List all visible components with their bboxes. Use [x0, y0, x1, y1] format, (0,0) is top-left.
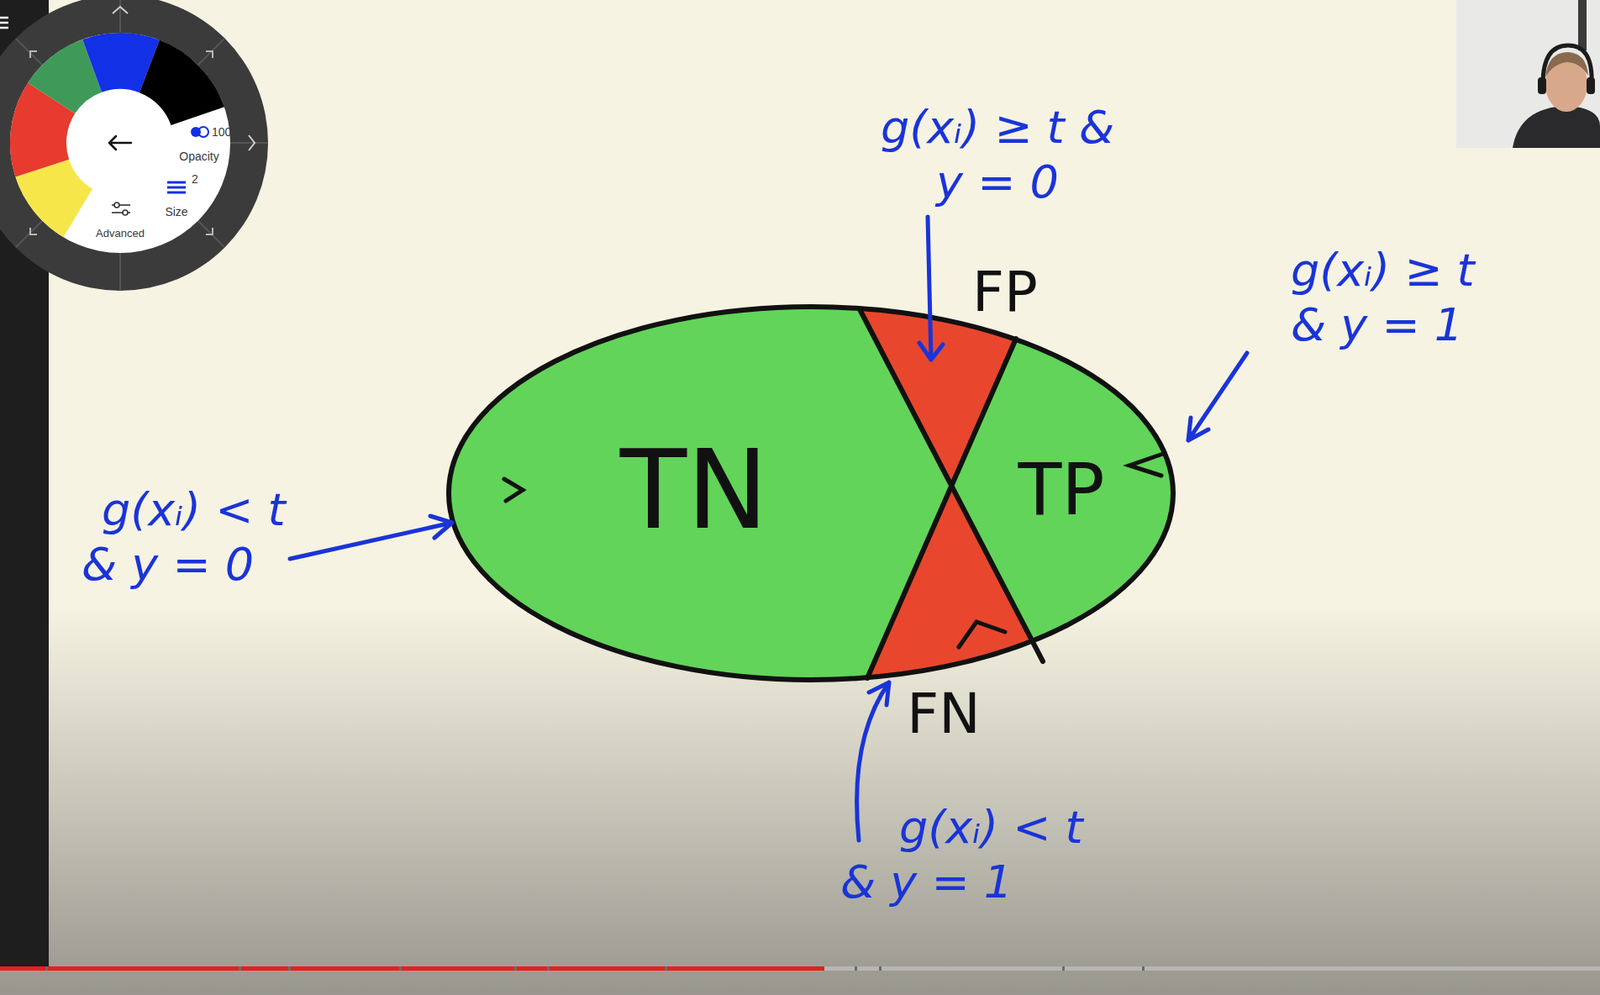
leader-arrow — [1188, 352, 1248, 441]
back-arrow-icon — [109, 136, 132, 150]
headphones — [1537, 77, 1547, 95]
drawing-part — [399, 966, 402, 971]
drawing-part — [205, 227, 213, 235]
threshold-line — [867, 338, 1016, 679]
drawing-part — [0, 26, 9, 30]
leader-arrow — [857, 682, 890, 841]
drawing-part — [205, 51, 213, 58]
progress-bar — [0, 966, 1600, 971]
region-node: TP — [1014, 447, 1108, 533]
opacity-value: 100 — [211, 125, 232, 140]
webcam-inset — [1456, 0, 1600, 148]
drawing-part — [167, 181, 186, 185]
drawing-part — [230, 142, 269, 144]
region-name: TP — [1017, 450, 1105, 530]
person-hair — [1545, 52, 1589, 78]
leader-arrow — [919, 216, 943, 360]
drawing-part — [114, 202, 120, 208]
drawing-part — [119, 252, 122, 291]
headphones — [1586, 77, 1595, 95]
toolbar-caption: Advanced — [95, 226, 145, 241]
drawing-part — [0, 16, 9, 20]
population-ellipse — [448, 306, 1174, 680]
size-value: 2 — [191, 172, 199, 187]
condition-note: g(xᵢ) < t & y = 0 — [81, 483, 317, 593]
drawing-part — [514, 966, 517, 971]
progress-played — [0, 966, 825, 971]
drawing-part — [854, 966, 858, 971]
drawing-part — [198, 38, 225, 65]
person-body — [1512, 105, 1600, 148]
chapter-gaps — [45, 966, 1145, 971]
ellipse-outline — [448, 306, 1174, 680]
webcam-object — [1578, 0, 1587, 51]
drawing-part — [122, 210, 128, 216]
menu-icon — [0, 17, 9, 28]
progress-track — [0, 966, 1600, 971]
scribble — [504, 478, 523, 501]
leader-arrows — [289, 216, 1248, 841]
wheel-chevron — [112, 6, 128, 14]
toolbar-caption: Size — [164, 205, 188, 220]
condition-note: g(xᵢ) ≥ t & y = 1 — [1290, 243, 1510, 353]
leader-arrow — [289, 515, 453, 559]
wheel-face — [10, 32, 231, 253]
drawing-part — [878, 966, 882, 971]
drawing-part — [0, 21, 9, 25]
corner-marks — [30, 51, 213, 235]
region-name: FN — [906, 684, 980, 746]
drawing-part — [45, 966, 48, 971]
region-name: FP — [972, 262, 1038, 324]
color-wheel — [0, 0, 269, 291]
region-name: TN — [620, 430, 769, 551]
wheel-ring — [0, 0, 269, 291]
drawing-part — [15, 38, 43, 65]
drawing-part — [238, 966, 242, 971]
drawing-part — [198, 221, 225, 248]
headphones — [1542, 45, 1592, 85]
region-node: TN — [616, 426, 773, 554]
drawing-part — [1062, 966, 1065, 971]
drawing-part — [198, 126, 209, 137]
drawing-part — [167, 186, 186, 190]
drawing-part — [30, 51, 37, 58]
drawing-part — [288, 966, 291, 971]
size-icon — [167, 182, 186, 193]
region-node: FN — [903, 680, 984, 749]
toolbar-caption: Opacity — [178, 149, 219, 164]
condition-note: g(xᵢ) ≥ t & y = 0 — [867, 100, 1128, 211]
scribble — [958, 621, 1006, 648]
condition-note: g(xᵢ) < t & y = 1 — [840, 800, 1118, 911]
drawing-part — [1142, 966, 1145, 971]
advanced-icon — [111, 202, 131, 216]
black-swatch — [139, 40, 225, 127]
opacity-icon — [190, 126, 209, 137]
drawing-part — [15, 221, 43, 248]
region-node: FP — [968, 258, 1042, 327]
drawing-part — [119, 0, 122, 33]
scribble — [1129, 453, 1164, 476]
drawing-part — [167, 191, 186, 195]
drawing-part — [30, 227, 37, 235]
drawing-part — [664, 966, 668, 971]
wheel-chevron — [248, 135, 255, 151]
drawing-part — [547, 966, 550, 971]
webcam-background — [1456, 0, 1600, 148]
